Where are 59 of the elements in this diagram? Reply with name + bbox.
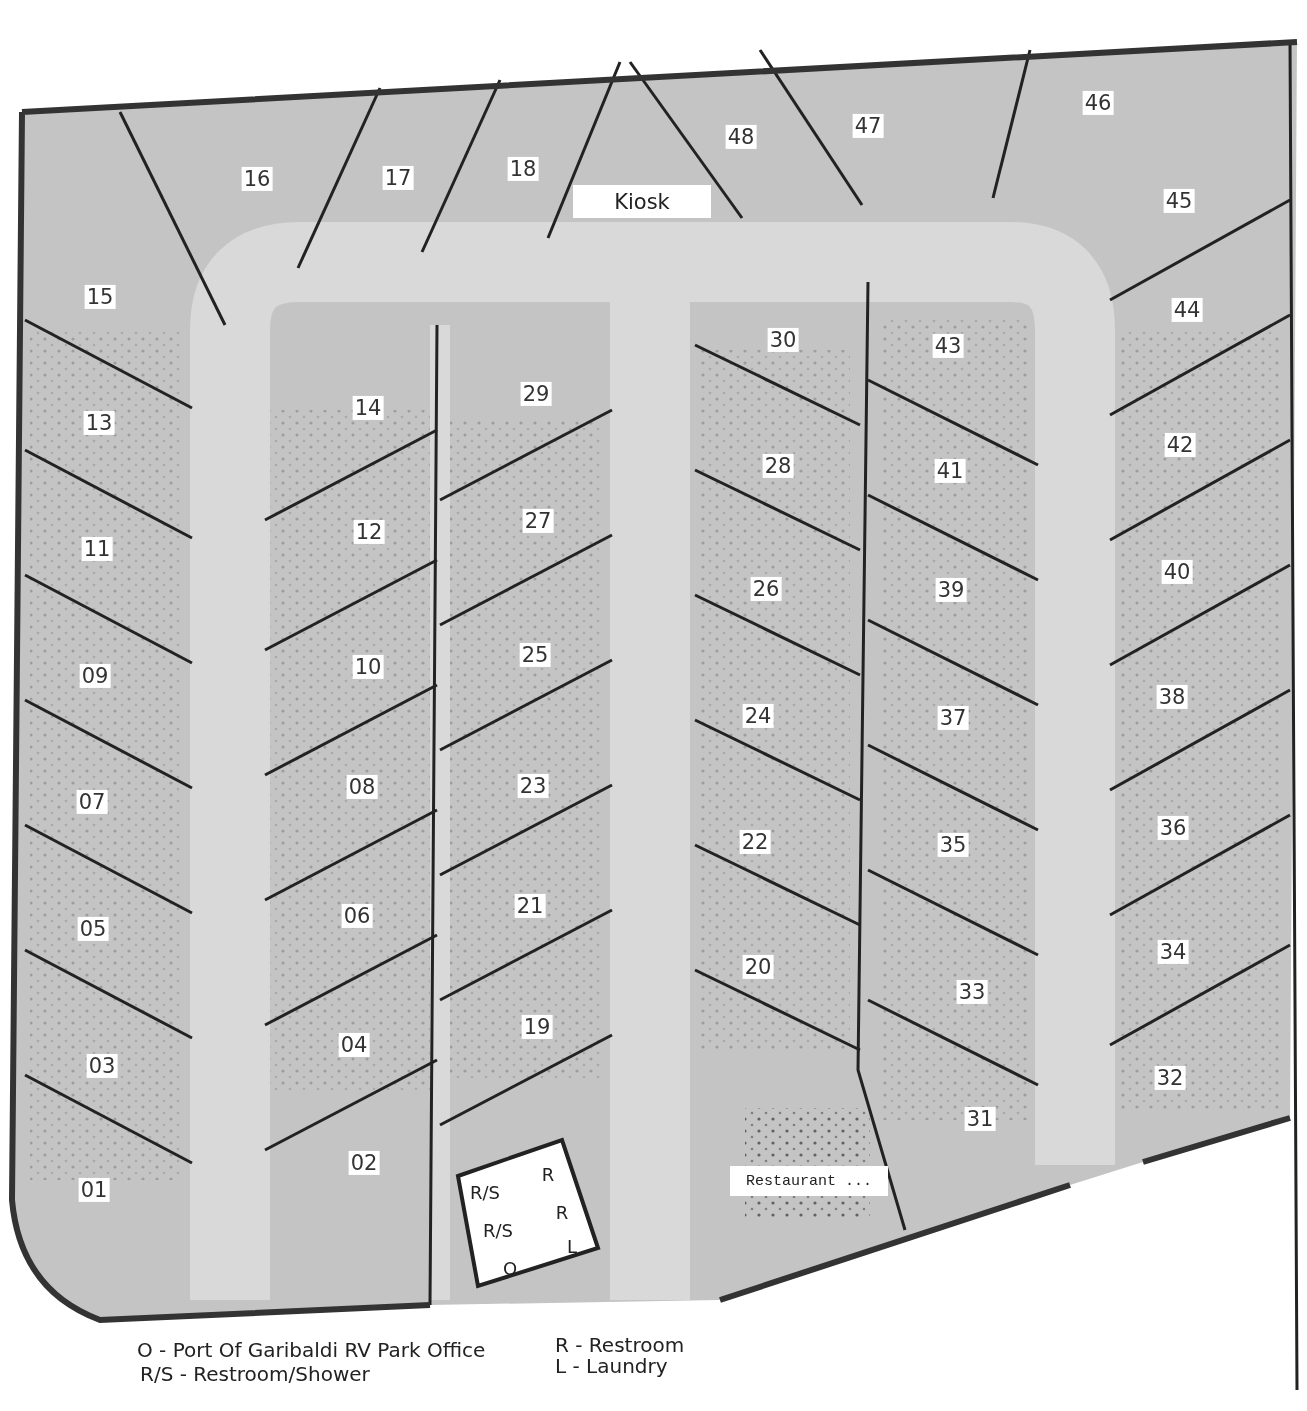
- site-number: 46: [1082, 90, 1114, 116]
- site-number: 02: [348, 1150, 380, 1176]
- site-number: 35: [937, 832, 969, 858]
- site-number: 08: [346, 774, 378, 800]
- site-number: 05: [77, 916, 109, 942]
- site-number: 19: [521, 1014, 553, 1040]
- site-number: 44: [1171, 297, 1203, 323]
- site-number: 48: [725, 124, 757, 150]
- site-number: 10: [352, 654, 384, 680]
- site-number: 47: [852, 113, 884, 139]
- site-number: 30: [767, 327, 799, 353]
- site-number: 42: [1164, 432, 1196, 458]
- site-number: 15: [84, 284, 116, 310]
- site-number: 12: [353, 519, 385, 545]
- site-number: 28: [762, 453, 794, 479]
- site-number: 21: [514, 893, 546, 919]
- site-number: 06: [341, 903, 373, 929]
- room-code: R: [541, 1163, 555, 1185]
- site-number: 11: [81, 536, 113, 562]
- site-number: 17: [382, 165, 414, 191]
- building-label: Kiosk: [573, 185, 711, 218]
- site-number: 20: [742, 954, 774, 980]
- site-number: 31: [964, 1106, 996, 1132]
- site-number: 41: [934, 458, 966, 484]
- room-code: R/S: [483, 1219, 513, 1241]
- site-number: 01: [78, 1177, 110, 1203]
- site-number: 43: [932, 333, 964, 359]
- site-number: 25: [519, 642, 551, 668]
- site-number: 23: [517, 773, 549, 799]
- building-label: Restaurant ...: [730, 1166, 888, 1196]
- site-number: 07: [76, 789, 108, 815]
- site-number: 04: [338, 1032, 370, 1058]
- site-number: 33: [956, 979, 988, 1005]
- site-number: 14: [352, 395, 384, 421]
- room-code: R: [555, 1201, 569, 1223]
- room-code: R/S: [470, 1181, 500, 1203]
- site-number: 45: [1163, 188, 1195, 214]
- legend-note: R/S - Restroom/Shower: [140, 1362, 370, 1386]
- site-number: 38: [1156, 684, 1188, 710]
- site-number: 16: [241, 166, 273, 192]
- site-number: 24: [742, 703, 774, 729]
- legend-note: O - Port Of Garibaldi RV Park Office: [137, 1338, 486, 1362]
- site-number: 03: [86, 1053, 118, 1079]
- site-number: 09: [79, 663, 111, 689]
- site-number: 18: [507, 156, 539, 182]
- site-number: 37: [937, 705, 969, 731]
- site-number: 39: [935, 577, 967, 603]
- site-number: 40: [1161, 559, 1193, 585]
- site-number: 26: [750, 576, 782, 602]
- site-number: 29: [520, 381, 552, 407]
- site-number: 13: [83, 410, 115, 436]
- site-number: 32: [1154, 1065, 1186, 1091]
- legend-note: R - Restroom: [555, 1333, 685, 1357]
- site-number: 27: [522, 508, 554, 534]
- room-code: L: [567, 1235, 577, 1257]
- site-number: 22: [739, 829, 771, 855]
- site-number: 36: [1157, 815, 1189, 841]
- legend-note: L - Laundry: [555, 1354, 668, 1378]
- site-number: 34: [1157, 939, 1189, 965]
